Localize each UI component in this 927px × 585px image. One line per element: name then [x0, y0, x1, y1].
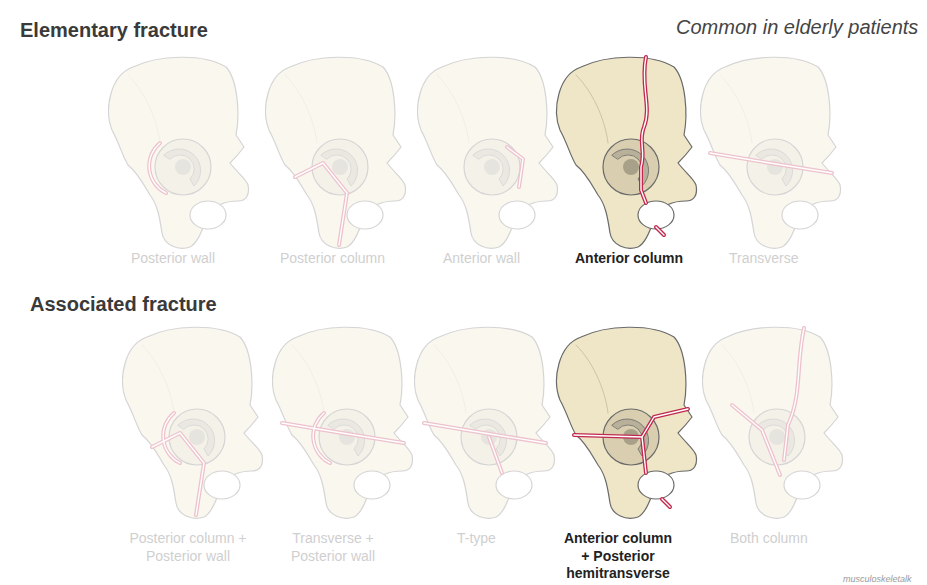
fracture-label: T-type [457, 530, 496, 548]
fracture-label: Transverse [729, 250, 799, 268]
section-heading: Associated fracture [30, 292, 217, 317]
fracture-label: Both column [730, 530, 808, 548]
note-text: Common in elderly patients [676, 15, 918, 40]
watermark: musculoskeletalk [843, 574, 912, 585]
fracture-label: Posterior column [280, 250, 385, 268]
fracture-label: Anterior column [575, 250, 683, 268]
fracture-label: Anterior wall [443, 250, 520, 268]
section-heading: Elementary fracture [20, 18, 208, 43]
fracture-label: Posterior column + Posterior wall [128, 530, 248, 565]
fracture-label: Posterior wall [131, 250, 215, 268]
fracture-label: Transverse + Posterior wall [278, 530, 388, 565]
fracture-label: Anterior column + Posterior hemitransver… [561, 530, 675, 583]
